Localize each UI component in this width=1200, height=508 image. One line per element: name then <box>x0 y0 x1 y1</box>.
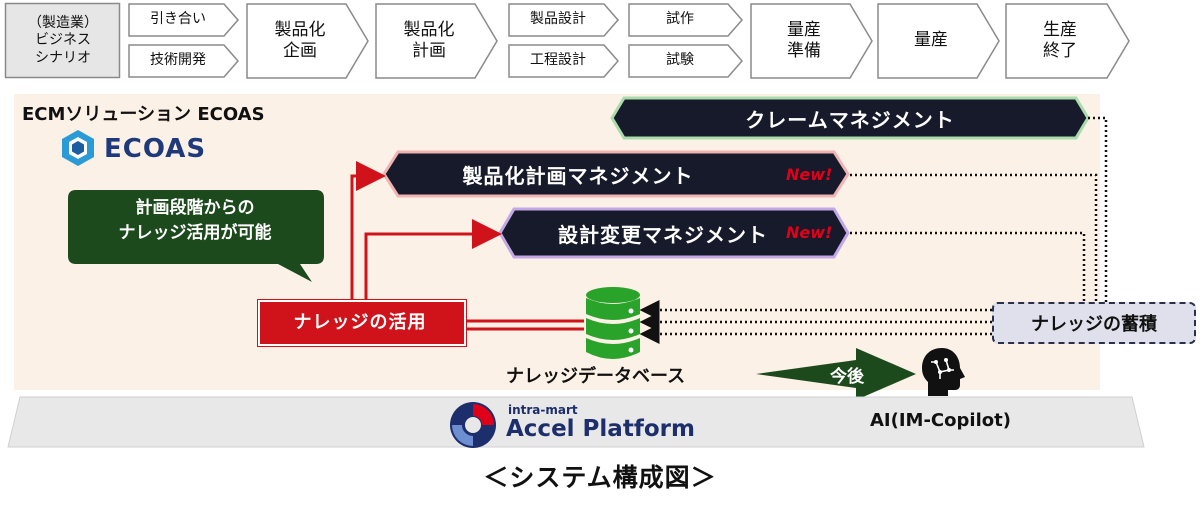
ecoas-logo-text: ECOAS <box>104 134 207 164</box>
process-step-eol-shape <box>1005 3 1130 79</box>
process-step-inquiry: 引き合い <box>150 11 206 28</box>
process-step-mass: 量産 <box>914 30 948 51</box>
process-step-mass-shape <box>877 3 1000 79</box>
process-step-prototype: 試作 <box>666 11 694 28</box>
process-step-tech-dev: 技術開発 <box>150 52 206 69</box>
knowledge-accum-label: ナレッジの蓄積 <box>1031 314 1157 335</box>
process-step-plan: 製品化 計画 <box>403 19 455 61</box>
panel-title: ECMソリューション ECOAS <box>22 104 265 125</box>
process-step-planning: 製品化 企画 <box>274 19 326 61</box>
process-step-planning-shape <box>246 3 369 79</box>
design-change-management-bar-shape <box>498 207 850 259</box>
ecoas-logo-icon <box>62 130 94 166</box>
product-plan-management-label: 製品化計画マネジメント <box>462 163 694 188</box>
process-step-test-shape <box>628 44 743 78</box>
callout-bubble-shape <box>68 190 324 282</box>
ai-head-icon <box>922 348 965 396</box>
process-step-process-design: 工程設計 <box>530 52 586 69</box>
process-step-process-design-shape <box>508 44 619 78</box>
ai-label: AI(IM-Copilot) <box>870 410 1011 431</box>
platform-bar-shape <box>7 396 1145 448</box>
new-badge-design-change: New! <box>786 223 833 242</box>
platform-brand-small: intra-mart <box>508 403 578 417</box>
intra-mart-logo-icon <box>450 402 496 448</box>
design-change-management-label: 設計変更マネジメント <box>558 222 768 247</box>
process-step-scenario-shape <box>4 2 121 79</box>
product-plan-management-bar-shape <box>382 150 850 198</box>
process-step-plan-shape <box>375 3 498 79</box>
process-step-test: 試験 <box>666 52 694 69</box>
database-label: ナレッジデータベース <box>506 366 686 387</box>
process-step-prototype-shape <box>628 3 743 37</box>
process-step-mass-prep-shape <box>750 3 873 79</box>
new-badge-product-plan: New! <box>786 165 833 184</box>
process-step-product-design-shape <box>508 3 619 37</box>
future-arrow-shape <box>756 348 916 400</box>
knowledge-use-box <box>258 300 466 346</box>
claim-management-label: クレームマネジメント <box>745 107 955 132</box>
process-step-mass-prep: 量産 準備 <box>787 19 821 61</box>
callout-text: 計画段階からの ナレッジ活用が可能 <box>118 198 272 243</box>
process-step-eol: 生産 終了 <box>1043 19 1077 61</box>
knowledge-accum-box <box>992 302 1196 344</box>
process-step-product-design: 製品設計 <box>530 11 586 28</box>
platform-brand-large: Accel Platform <box>506 416 695 442</box>
figure-caption: ＜システム構成図＞ <box>483 463 717 492</box>
database-icon <box>586 287 640 359</box>
knowledge-use-label: ナレッジの活用 <box>293 312 427 333</box>
future-label: 今後 <box>830 367 864 387</box>
process-step-scenario: （製造業） ビジネス シナリオ <box>28 14 98 66</box>
process-step-tech-dev-shape <box>128 44 239 78</box>
process-step-inquiry-shape <box>128 3 239 37</box>
